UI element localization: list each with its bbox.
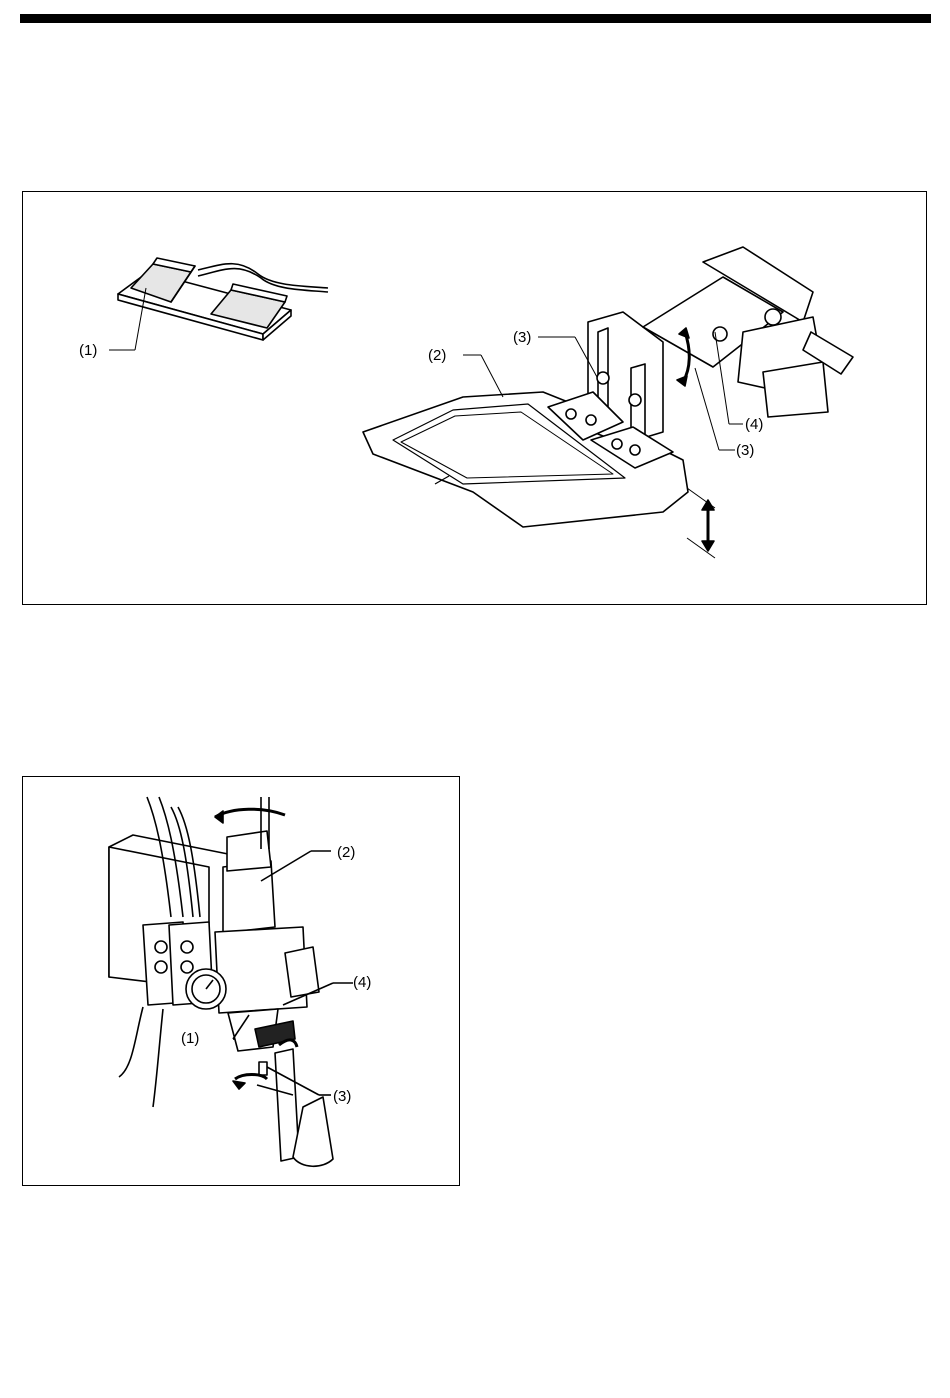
callout-pedal: (1): [79, 342, 97, 359]
callout-screw: (4): [745, 416, 763, 433]
air-regulator-illustration: [109, 797, 353, 1166]
figure-2-drawing: (2) (4) (1) (3): [23, 777, 461, 1187]
figure-1-drawing: (1) (2) (3) (4) (3): [23, 192, 928, 606]
callout-air-cock: (4): [353, 974, 371, 991]
callout-bracket-lower: (3): [736, 442, 754, 459]
foot-pedal-illustration: [109, 258, 328, 350]
work-clamp-illustration: [363, 247, 853, 558]
callout-regulator-knob: (2): [337, 844, 355, 861]
figure-work-clamp-and-pedal: (1) (2) (3) (4) (3): [22, 191, 927, 605]
callout-bracket-upper: (3): [513, 329, 531, 346]
callout-drain-cock: (3): [333, 1088, 351, 1105]
top-rule: [20, 14, 931, 23]
callout-regulator-bowl: (1): [181, 1030, 199, 1047]
callout-work-clamp: (2): [428, 347, 446, 364]
figure-air-regulator: (2) (4) (1) (3): [22, 776, 460, 1186]
